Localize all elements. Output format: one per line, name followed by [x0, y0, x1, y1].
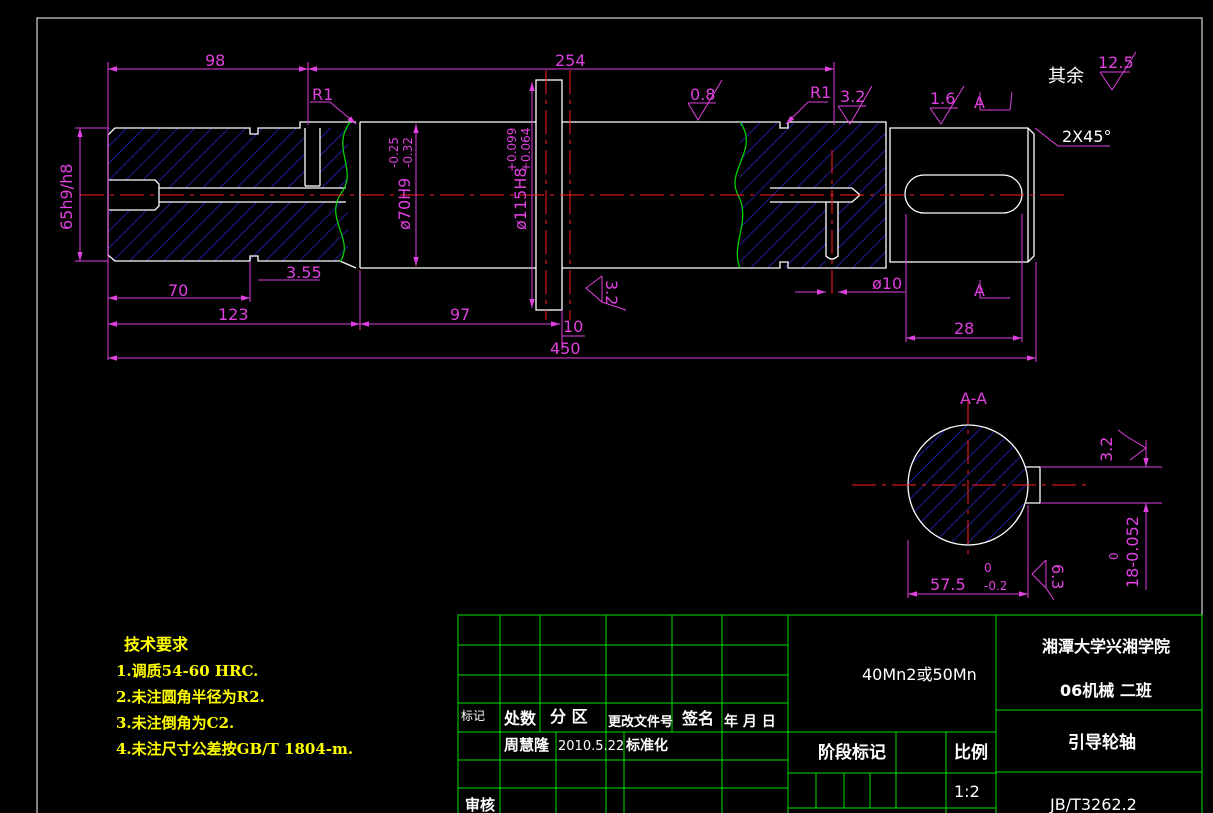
tb-count: 处数 [503, 709, 537, 728]
tb-zone: 分 区 [550, 707, 588, 726]
tb-class: 06机械 二班 [1060, 681, 1152, 700]
dim-dia70-lower: -0.32 [401, 137, 415, 168]
sec-dim-18-upper: 0 [1107, 552, 1121, 560]
section-mark-top: A [974, 93, 985, 112]
dim-98: 98 [205, 51, 225, 70]
tb-review: 审核 [465, 796, 495, 813]
dim-97: 97 [450, 305, 470, 324]
dim-123: 123 [218, 305, 249, 324]
title-block: 标记 处数 分 区 更改文件号 签名 年 月 日 周慧隆 2010.5.22 标… [457, 614, 1203, 813]
sec-dim-18: 18-0.052 [1123, 516, 1142, 588]
notes-title: 技术要求 [124, 635, 189, 654]
roughness-rest-label: 其余 [1048, 66, 1084, 87]
tb-drawing-no: JB/T3262.2 [1049, 795, 1137, 813]
note-2: 2.未注圆角半径为R2. [116, 688, 265, 706]
section-mark-bottom: A [974, 281, 985, 300]
dim-3-55: 3.55 [286, 263, 322, 282]
tb-signature: 签名 [681, 709, 714, 728]
dimension-texts: 98 254 70 3.55 123 97 10 450 ø10 28 2X45… [57, 51, 1134, 408]
sec-roughness-6-3: 6.3 [1048, 564, 1067, 589]
tb-part-name: 引导轮轴 [1068, 732, 1136, 753]
keyway-slot [904, 174, 1023, 214]
sec-dim-57-5-upper: 0 [984, 561, 992, 575]
dim-phi10: ø10 [872, 274, 902, 293]
note-4: 4.未注尺寸公差按GB/T 1804-m. [116, 740, 353, 758]
section-a-a-view: 57.5 0 -0.2 18-0.052 0 3.2 6.3 [852, 400, 1162, 601]
dim-70: 70 [168, 281, 188, 300]
sec-dim-57-5: 57.5 [930, 575, 966, 594]
note-3: 3.未注倒角为C2. [116, 714, 234, 732]
dim-450: 450 [550, 339, 581, 358]
dim-dia115: ø115H8 [511, 167, 530, 230]
radius-r1-right: R1 [810, 83, 831, 102]
drawing-border [36, 17, 1203, 813]
tb-scale-label: 比例 [954, 742, 988, 763]
technical-notes: 技术要求 1.调质54-60 HRC. 2.未注圆角半径为R2. 3.未注倒角为… [116, 635, 353, 758]
note-1: 1.调质54-60 HRC. [116, 662, 258, 680]
roughness-3-2-top: 3.2 [840, 87, 865, 106]
dim-dia70: ø70H9 [395, 178, 414, 230]
roughness-0-8: 0.8 [690, 85, 715, 104]
radius-r1-left: R1 [312, 85, 333, 104]
tb-designer: 周慧隆 [504, 736, 550, 754]
tb-material: 40Mn2或50Mn [862, 665, 977, 684]
left-journal-outline [107, 121, 357, 269]
tb-stage-mark: 阶段标记 [818, 742, 886, 763]
sec-dim-57-5-lower: -0.2 [984, 579, 1007, 593]
dim-10: 10 [563, 317, 583, 336]
tb-change-doc: 更改文件号 [608, 714, 673, 730]
dim-dia70-upper: -0.25 [387, 137, 401, 168]
tb-date-ymd: 年 月 日 [724, 713, 776, 730]
roughness-rest-value: 12.5 [1098, 53, 1134, 72]
dim-dia65: 65h9/h8 [57, 164, 76, 230]
tb-scale: 1:2 [954, 782, 980, 801]
chamfer-label: 2X45° [1062, 127, 1112, 146]
roughness-3-2-bottom: 3.2 [602, 280, 621, 305]
roughness-1-6: 1.6 [930, 89, 955, 108]
tb-school: 湘潭大学兴湘学院 [1042, 637, 1170, 656]
section-title: A-A [960, 389, 987, 408]
shaft-main-view [80, 70, 1070, 320]
dim-dia115-upper: +0.099 [505, 128, 519, 172]
dim-28: 28 [954, 319, 974, 338]
dim-dia115-lower: +0.064 [519, 128, 533, 172]
sec-roughness-3-2: 3.2 [1097, 437, 1116, 462]
tb-design-date: 2010.5.22 [558, 739, 624, 754]
dim-254: 254 [555, 51, 586, 70]
dimension-lines [75, 51, 1137, 362]
tb-standardization: 标准化 [625, 737, 668, 754]
tb-mark: 标记 [461, 709, 485, 723]
